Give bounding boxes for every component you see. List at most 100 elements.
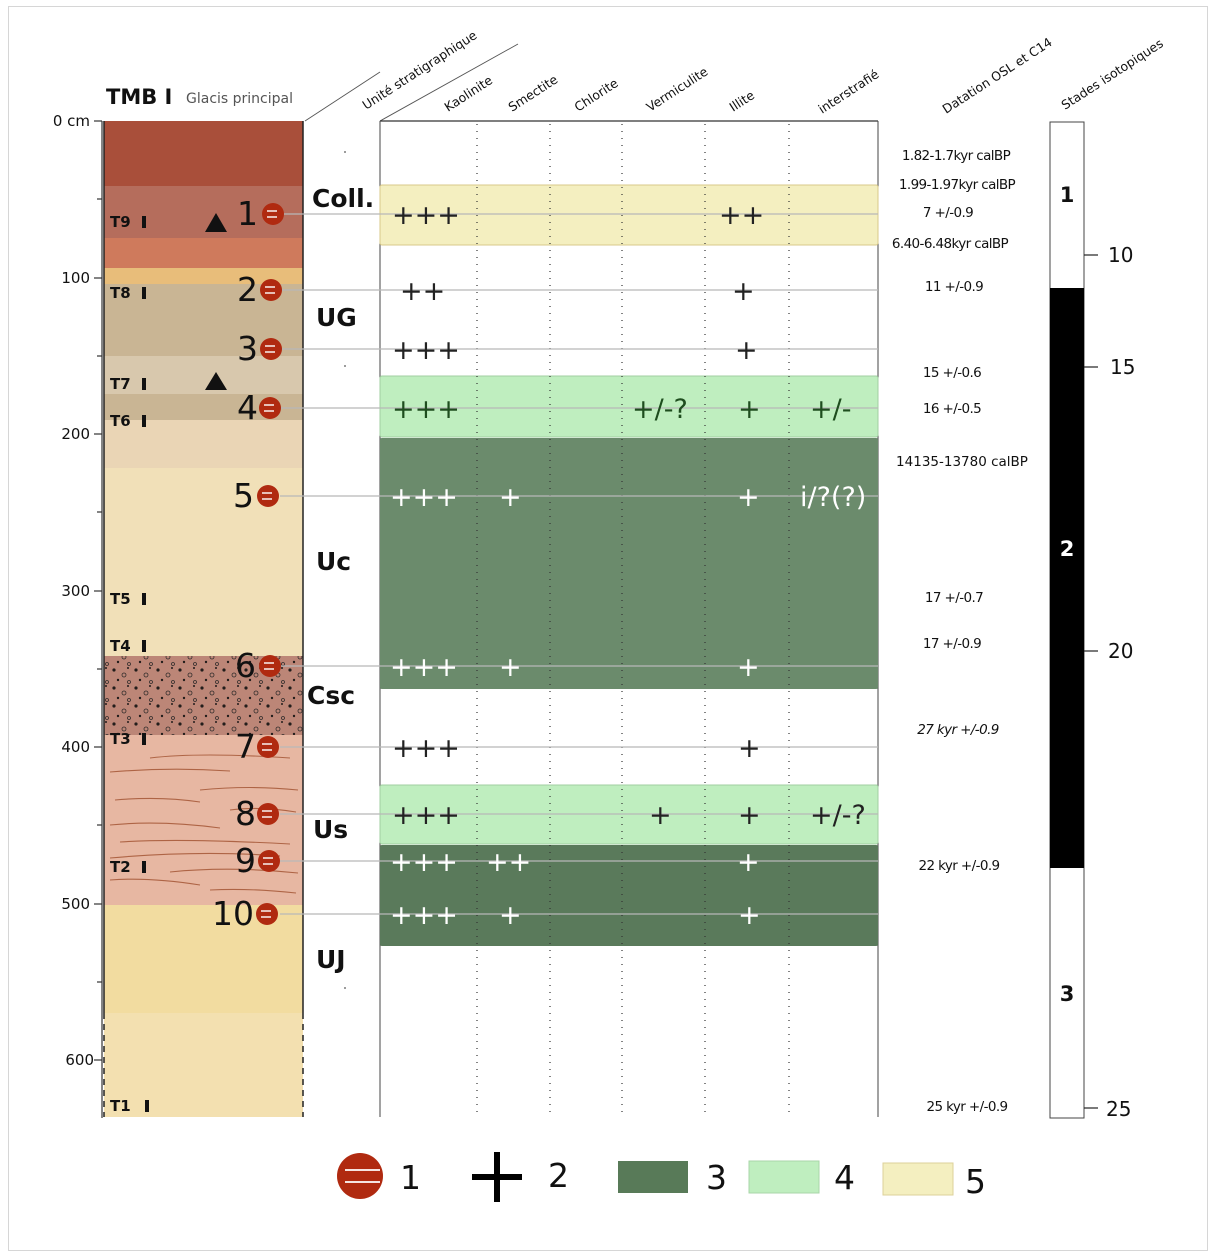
illite-value: + [738, 800, 761, 831]
column-headers: Unité stratigraphique Kaolinite Smectite… [359, 27, 1165, 116]
header-illite: Illite [726, 87, 757, 114]
legend-item-sample: 1 [337, 1153, 421, 1199]
log-title: TMB I [106, 85, 172, 109]
illite-value: + [738, 733, 761, 764]
vermiculite-value: + [649, 800, 672, 831]
sample-marker-icon [257, 485, 279, 507]
kaolinite-value: +++ [392, 335, 460, 366]
sample-marker-icon [260, 279, 282, 301]
unit-label-csc: Csc [307, 681, 355, 710]
layer-label-t6: T6 [110, 412, 131, 430]
sample-number: 9 [235, 841, 256, 880]
sample-number: 8 [235, 794, 256, 833]
legend-label: 3 [706, 1158, 727, 1197]
smectite-value: ++ [486, 847, 531, 878]
kaolinite-value: +++ [392, 200, 460, 231]
sample-marker-icon [260, 338, 282, 360]
depth-label-300: 300 [61, 582, 90, 600]
date-label: 6.40-6.48kyr calBP [892, 236, 1009, 252]
date-label: 25 kyr +/-0.9 [926, 1099, 1007, 1115]
legend-item-dark-green: 3 [618, 1158, 727, 1197]
sample-marker-icon [259, 655, 281, 677]
sample-lines [280, 213, 878, 915]
triangle-marker [205, 372, 227, 390]
plus-icon [472, 1152, 522, 1202]
layer-label-t8: T8 [110, 284, 131, 302]
unit-label-us: Us [313, 815, 348, 844]
date-label: 1.99-1.97kyr calBP [899, 177, 1016, 193]
sample-number: 6 [235, 646, 256, 685]
depth-label-600: 600 [65, 1051, 94, 1069]
sample-marker-icon [262, 203, 284, 225]
triangle-marker [205, 213, 227, 232]
smectite-value: + [499, 900, 522, 931]
layer-label-t5: T5 [110, 590, 131, 608]
interstratifie-value: +/-? [810, 800, 866, 831]
sample-dot-icon [337, 1153, 383, 1199]
date-label: 16 +/-0.5 [923, 401, 981, 417]
date-label: 17 +/-0.7 [925, 590, 983, 606]
unit-label-uj: UJ [316, 945, 346, 974]
legend-item-plus: 2 [472, 1152, 569, 1202]
date-label: 22 kyr +/-0.9 [918, 858, 999, 874]
kaolinite-value: +++ [392, 800, 460, 831]
depth-label-200: 200 [61, 425, 90, 443]
date-label: 7 +/-0.9 [923, 205, 973, 221]
depth-label-100: 100 [61, 269, 90, 287]
interstratifie-value: i/?(?) [800, 482, 866, 513]
legend: 1 2 3 4 5 [337, 1152, 986, 1202]
legend-item-yellow: 5 [882, 1162, 986, 1201]
depth-label-0: 0 cm [53, 112, 90, 130]
date-label: 1.82-1.7kyr calBP [902, 148, 1011, 164]
depth-label-500: 500 [61, 895, 90, 913]
layer-label-t3: T3 [110, 730, 131, 748]
sample-marker-icon [257, 803, 279, 825]
figure-frame [8, 6, 1208, 1251]
kaolinite-value: +++ [390, 482, 458, 513]
isotope-tick-label: 25 [1106, 1097, 1131, 1121]
sample-number: 2 [237, 270, 258, 309]
illite-value: ++ [719, 200, 764, 231]
box-darkgreen-2 [380, 845, 878, 946]
date-label: 27 kyr +/-0.9 [917, 722, 999, 738]
sample-markers [256, 203, 284, 925]
header-kaolinite: Kaolinite [441, 72, 495, 114]
box-darkgreen-1 [380, 438, 878, 689]
layer-label-t7: T7 [110, 375, 131, 393]
legend-label: 4 [834, 1158, 855, 1197]
interstratifie-value: +/- [810, 394, 851, 425]
legend-label: 2 [548, 1156, 569, 1195]
log-subtitle: Glacis principal [186, 91, 293, 107]
layer-label-t4: T4 [110, 637, 131, 655]
yellow-swatch [882, 1162, 954, 1196]
date-label: 17 +/-0.9 [923, 636, 981, 652]
legend-label: 5 [965, 1162, 986, 1201]
sample-number: 5 [233, 476, 254, 515]
illite-value: + [738, 394, 761, 425]
layer-label-t1: T1 [110, 1097, 131, 1115]
vermiculite-value: +/-? [632, 394, 688, 425]
depth-axis [94, 120, 103, 1118]
date-label: 15 +/-0.6 [923, 365, 981, 381]
illite-value: + [737, 482, 760, 513]
isotope-stage-label: 2 [1060, 537, 1075, 561]
kaolinite-value: +++ [392, 394, 460, 425]
legend-item-light-green: 4 [748, 1158, 855, 1197]
isotope-stage-label: 1 [1060, 183, 1075, 207]
isotope-tick-label: 20 [1108, 639, 1133, 663]
unit-label-coll: Coll. [312, 184, 374, 213]
unit-label-uc: Uc [316, 547, 351, 576]
header-datation: Datation OSL et C14 [939, 34, 1054, 116]
smectite-value: + [499, 482, 522, 513]
sample-marker-icon [258, 850, 280, 872]
layer-label-t9: T9 [110, 213, 131, 231]
sample-marker-icon [259, 397, 281, 419]
sample-number: 1 [237, 194, 258, 233]
kaolinite-value: +++ [390, 847, 458, 878]
sample-number: 4 [237, 388, 258, 427]
sample-number: 3 [237, 329, 258, 368]
illite-value: + [735, 335, 758, 366]
date-label: 11 +/-0.9 [925, 279, 983, 295]
sample-marker-icon [257, 736, 279, 758]
